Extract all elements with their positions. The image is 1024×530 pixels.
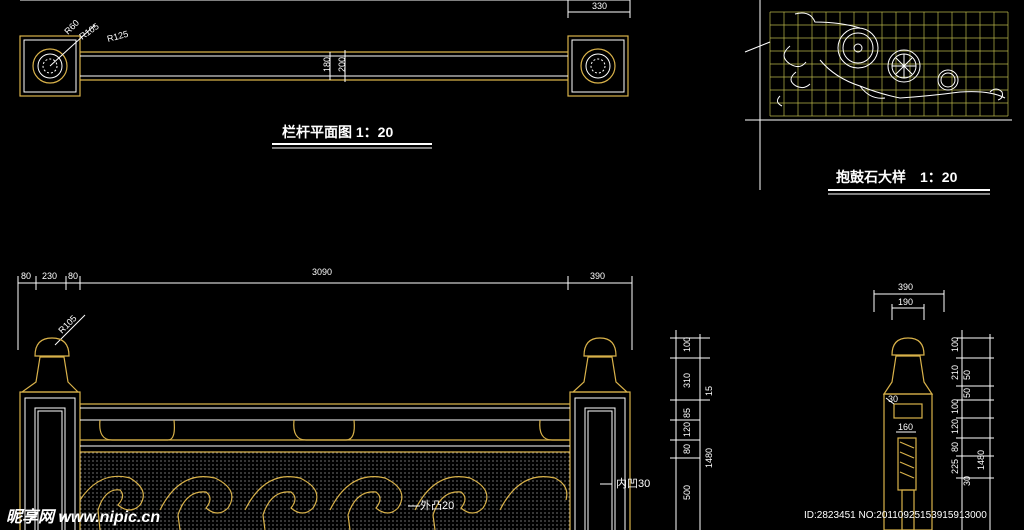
- detail-view: 抱鼓石大样 1：20: [744, 0, 1012, 195]
- sec-dim-30: 30: [888, 394, 898, 404]
- elev-dim-80b: 80: [68, 271, 78, 281]
- elev-rdim-120: 120: [682, 422, 692, 437]
- plan-radius-r125: R125: [106, 29, 129, 44]
- elev-dim-80a: 80: [21, 271, 31, 281]
- sec-rdim-50b: 50: [962, 388, 972, 398]
- sec-rdim-100a: 100: [950, 337, 960, 352]
- elev-rdim-500: 500: [682, 485, 692, 500]
- label-inner-recess: 内凹30: [616, 476, 650, 490]
- elev-dim-230: 230: [42, 271, 57, 281]
- detail-view-title: 抱鼓石大样 1：20: [836, 169, 958, 185]
- drum-circle-small: [937, 69, 959, 91]
- wave-panel-texture: [80, 452, 570, 530]
- watermark: 昵享网 www.nipic.cn ID:2823451 NO:201109251…: [6, 508, 987, 526]
- elev-dim-3090: 3090: [312, 267, 332, 277]
- sec-dim-160: 160: [898, 422, 913, 432]
- sec-rdim-1480: 1480: [976, 450, 986, 470]
- plan-dim-180: 180: [322, 57, 332, 72]
- elev-dim-390: 390: [590, 271, 605, 281]
- sec-rdim-30: 30: [962, 476, 972, 486]
- elev-rdim-15: 15: [704, 386, 714, 396]
- sec-rdim-100b: 100: [950, 399, 960, 414]
- sec-rdim-120: 120: [950, 419, 960, 434]
- section-view: 390 190 30 160 100 210 50 50 100 120: [873, 282, 994, 530]
- section-rail-body: [897, 437, 917, 491]
- plan-post-left: [19, 35, 81, 97]
- section-rail-top: [893, 403, 923, 419]
- elev-rdim-1480: 1480: [704, 448, 714, 468]
- watermark-site: 昵享网 www.nipic.cn: [6, 508, 160, 526]
- plan-view: 330 R60 R105 R125 180 200 栏杆平面图 1：20: [19, 0, 631, 149]
- sec-rdim-80: 80: [950, 442, 960, 452]
- plan-dim-330: 330: [592, 1, 607, 11]
- sec-dim-390: 390: [898, 282, 913, 292]
- post-cap-left: [34, 337, 70, 357]
- elevation-view: 80 230 80 3090 390 R105: [17, 267, 714, 530]
- plan-post-right: [567, 35, 629, 97]
- sec-rdim-50a: 50: [962, 370, 972, 380]
- sec-rdim-225: 225: [950, 459, 960, 474]
- post-cap-right: [583, 337, 617, 357]
- plan-view-title: 栏杆平面图 1：20: [282, 124, 393, 140]
- elev-rdim-85: 85: [682, 408, 692, 418]
- section-cap: [891, 337, 925, 356]
- post-right: [569, 391, 631, 530]
- drum-circle-large: [837, 27, 879, 69]
- watermark-id: ID:2823451 NO:20110925153915913000: [804, 510, 987, 521]
- plan-dim-200: 200: [337, 57, 347, 72]
- detail-grid: [769, 11, 1009, 117]
- elev-rdim-100: 100: [682, 337, 692, 352]
- elev-rdim-310: 310: [682, 373, 692, 388]
- label-outer-bulge: 外凸20: [420, 499, 454, 512]
- sec-rdim-210: 210: [950, 365, 960, 380]
- plan-radius-r105: R105: [77, 21, 100, 42]
- drum-circle-medium: [887, 49, 921, 83]
- elev-rdim-80: 80: [682, 444, 692, 454]
- sec-dim-190: 190: [898, 297, 913, 307]
